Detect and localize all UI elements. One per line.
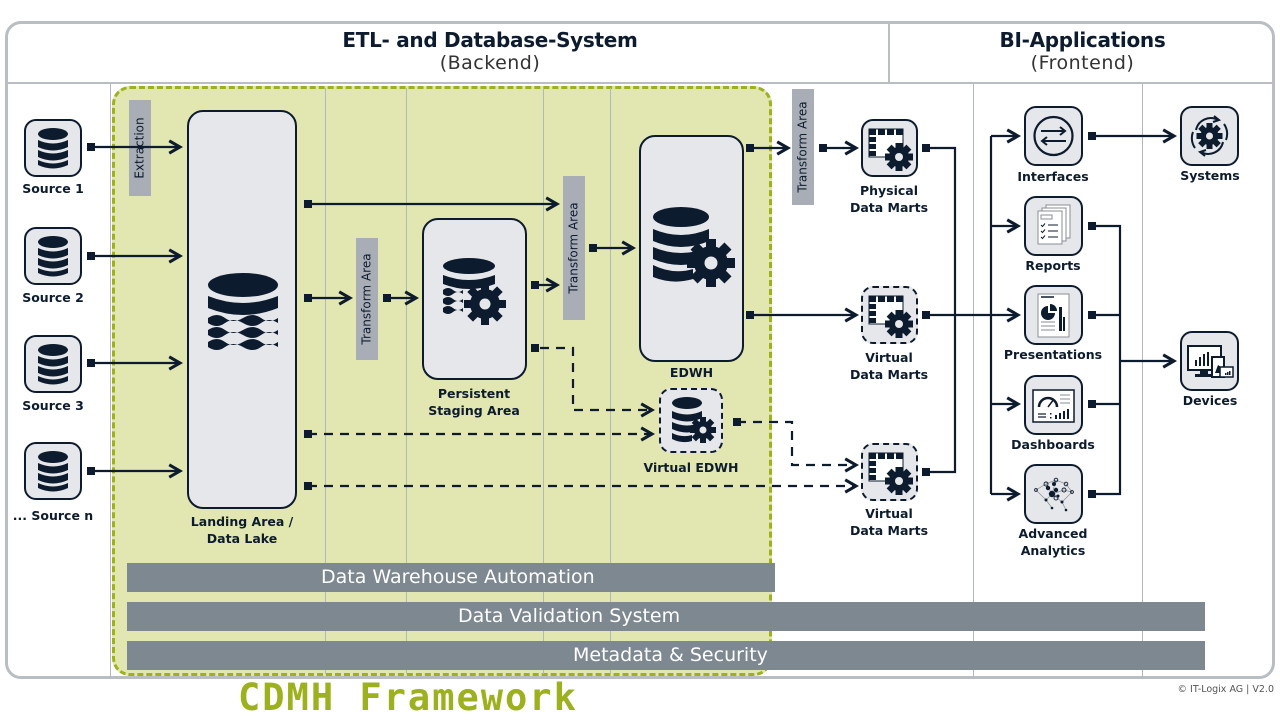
metadata-label: Metadata & Security xyxy=(573,644,768,666)
source-label: Source 1 xyxy=(22,181,84,196)
bi-app-label: Advanced Analytics xyxy=(1005,525,1101,559)
dashboard-gauge-icon xyxy=(1032,389,1075,423)
column-divider xyxy=(610,88,611,674)
psa-label: Persistent Staging Area xyxy=(410,385,538,419)
transform-area-bar-1: Transform Area xyxy=(356,238,378,360)
exchange-arrows-icon xyxy=(1033,115,1074,157)
column-divider xyxy=(1142,84,1143,678)
source-node-3[interactable] xyxy=(24,335,82,393)
source-node-2[interactable] xyxy=(24,227,82,285)
data-marts-label-line1: Virtual xyxy=(865,506,913,521)
backend-subtitle: (Backend) xyxy=(439,52,541,74)
database-icon xyxy=(38,236,68,277)
column-divider xyxy=(325,88,326,674)
data-marts-label: Physical Data Marts xyxy=(838,182,940,216)
bi-app-advanced-analytics[interactable] xyxy=(1024,464,1083,524)
data-lake-icon xyxy=(208,273,278,350)
psa-label-line1: Persistent xyxy=(437,386,511,401)
copyright-notice: © IT-Logix AG | V2.0 xyxy=(1177,684,1274,695)
persistent-staging-area-node[interactable] xyxy=(422,218,527,380)
data-marts-label: Virtual Data Marts xyxy=(838,349,940,383)
dvs-label: Data Validation System xyxy=(458,605,681,627)
virtual-data-marts-node-1[interactable] xyxy=(861,286,918,344)
bi-app-label: Dashboards xyxy=(1011,437,1095,452)
metadata-security-band: Metadata & Security xyxy=(127,641,1205,670)
data-marts-label: Virtual Data Marts xyxy=(838,505,940,539)
landing-area-node[interactable] xyxy=(187,110,297,509)
column-divider xyxy=(406,88,407,674)
column-divider xyxy=(973,84,974,678)
bi-app-label: Presentations xyxy=(1003,347,1103,362)
dwa-label: Data Warehouse Automation xyxy=(321,566,595,588)
target-systems[interactable] xyxy=(1180,106,1239,166)
data-marts-label-line1: Virtual xyxy=(865,350,913,365)
bi-app-dashboards[interactable] xyxy=(1024,375,1083,435)
database-icon xyxy=(38,344,68,385)
frontend-subtitle: (Frontend) xyxy=(1030,52,1135,74)
data-marts-label-line2: Data Marts xyxy=(849,200,929,215)
psa-label-line2: Staging Area xyxy=(428,403,520,418)
frontend-header: BI-Applications (Frontend) xyxy=(890,28,1275,74)
source-node-1[interactable] xyxy=(24,119,82,177)
network-analytics-icon xyxy=(1034,477,1074,512)
source-label: Source 2 xyxy=(22,290,84,305)
devices-icon xyxy=(1187,345,1234,378)
bi-app-interfaces[interactable] xyxy=(1024,106,1083,166)
frontend-title: BI-Applications xyxy=(999,28,1166,52)
source-label: Source 3 xyxy=(22,398,84,413)
source-node-n[interactable] xyxy=(24,442,82,500)
framework-title: CDMH Framework xyxy=(238,676,578,719)
table-gear-icon xyxy=(868,295,913,338)
virtual-edwh-node[interactable] xyxy=(659,388,723,453)
table-gear-icon xyxy=(868,128,913,171)
source-label: ... Source n xyxy=(12,508,94,523)
presentation-chart-icon xyxy=(1037,293,1070,338)
data-marts-label-line1: Physical xyxy=(859,183,919,198)
bi-app-label: Interfaces xyxy=(1017,169,1089,184)
landing-label-line1: Landing Area / xyxy=(190,514,294,529)
header-column-divider xyxy=(888,23,890,83)
column-divider xyxy=(543,88,544,674)
landing-area-label: Landing Area / Data Lake xyxy=(172,513,312,547)
bi-app-reports[interactable] xyxy=(1024,196,1083,256)
database-gear-icon xyxy=(672,397,716,443)
column-divider xyxy=(110,84,111,678)
transform-area-bar-3: Transform Area xyxy=(792,89,814,205)
database-icon xyxy=(38,451,68,492)
data-marts-label-line2: Data Marts xyxy=(849,367,929,382)
bi-app-label-line1: Advanced xyxy=(1018,526,1088,541)
virtual-data-marts-node-2[interactable] xyxy=(861,443,918,501)
target-label: Systems xyxy=(1180,168,1240,183)
target-label: Devices xyxy=(1182,393,1238,408)
database-gear-waves-icon xyxy=(443,258,506,325)
database-gear-icon xyxy=(653,207,735,287)
marts-bus xyxy=(926,146,957,474)
landing-label-line2: Data Lake xyxy=(206,531,278,546)
edwh-label: EDWH xyxy=(669,365,714,380)
target-devices[interactable] xyxy=(1180,331,1239,391)
data-warehouse-automation-band: Data Warehouse Automation xyxy=(127,563,775,592)
database-icon xyxy=(38,128,68,169)
report-checklist-icon xyxy=(1037,204,1071,245)
backend-header: ETL- and Database-System (Backend) xyxy=(200,28,780,74)
virtual-edwh-label: Virtual EDWH xyxy=(643,460,739,475)
transform-area-bar-2: Transform Area xyxy=(563,176,585,320)
edwh-node[interactable] xyxy=(639,135,744,362)
dashed-virtual-edwh-virtual-marts xyxy=(737,420,856,465)
data-validation-system-band: Data Validation System xyxy=(127,602,1205,631)
gear-cycle-icon xyxy=(1190,115,1229,157)
physical-data-marts-node[interactable] xyxy=(861,119,918,177)
bi-app-label-line2: Analytics xyxy=(1020,543,1086,558)
bi-app-presentations[interactable] xyxy=(1024,285,1083,345)
dashed-psa-virtual-edwh xyxy=(540,346,652,410)
table-gear-icon xyxy=(868,452,913,495)
backend-title: ETL- and Database-System xyxy=(342,28,638,52)
data-marts-label-line2: Data Marts xyxy=(849,523,929,538)
bi-app-label: Reports xyxy=(1025,258,1081,273)
header-divider xyxy=(7,82,1273,84)
